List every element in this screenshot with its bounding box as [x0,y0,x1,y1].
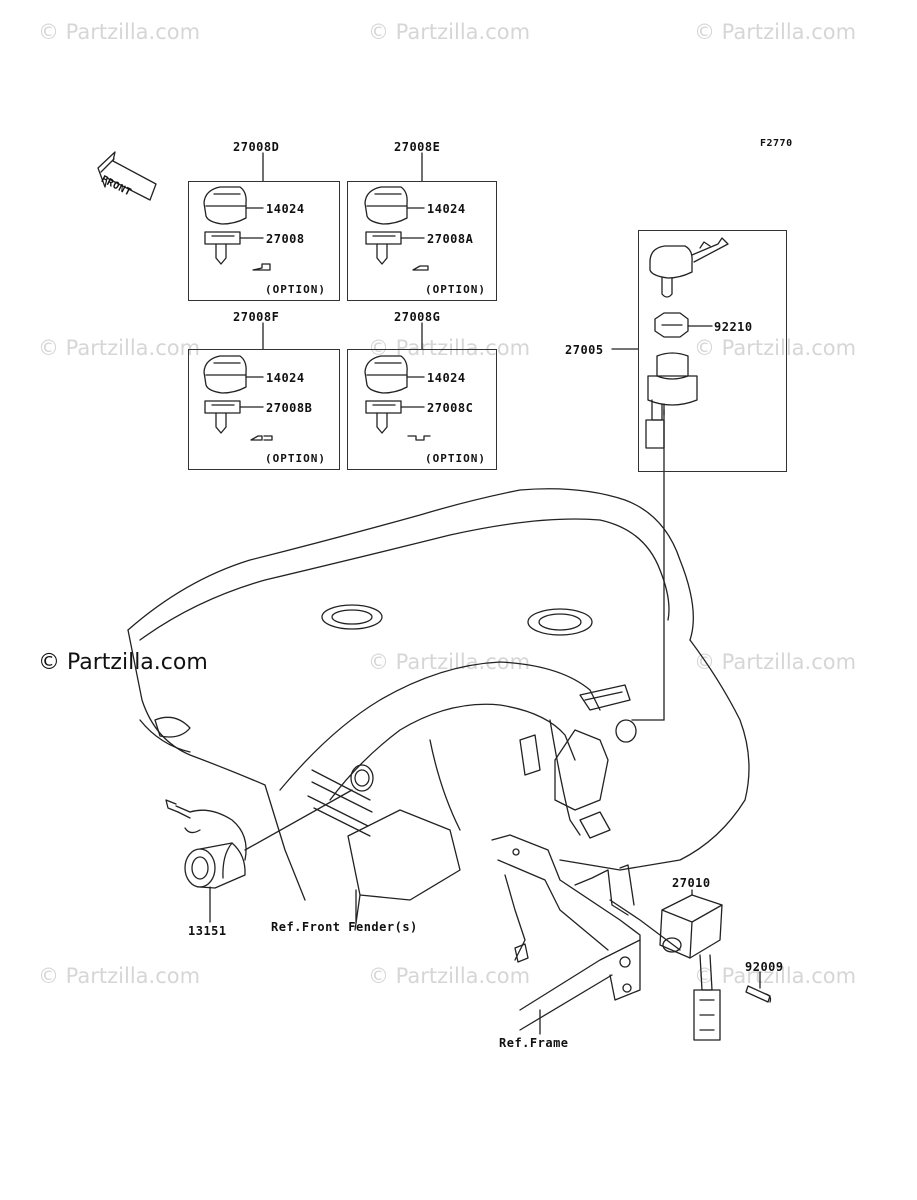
kit-box-27008g [347,349,497,470]
switch-assembly-box [638,230,787,472]
key-label: 27008B [266,401,313,415]
kit-label: 27008D [233,140,280,154]
cylinder-label: 14024 [427,202,466,216]
key-icon [365,400,402,434]
key-icon [204,231,241,265]
part-label-92009: 92009 [745,960,784,974]
key-icon [204,400,241,434]
cylinder-label: 14024 [427,371,466,385]
option-note: (OPTION) [265,452,326,465]
ignition-switch-icon [645,352,698,449]
key-cut-icon [252,263,271,271]
watermark: © Partzilla.com [694,964,857,988]
key-cylinder-icon [203,355,247,394]
option-note: (OPTION) [425,452,486,465]
ref-frame-label: Ref.Frame [499,1036,569,1050]
watermark: © Partzilla.com [694,336,857,360]
front-arrow-icon [97,151,157,201]
watermark: © Partzilla.com [38,336,201,360]
frame-outline [491,834,641,1031]
switch-13151-icon [165,799,247,889]
kit-label: 27008F [233,310,280,324]
key-cut-icon [407,435,431,441]
kit-box-27008f [188,349,340,470]
screw-icon [745,985,772,1003]
front-fender-outline [127,488,750,931]
key-cylinder-icon [364,186,408,225]
option-note: (OPTION) [265,283,326,296]
nut-icon [654,312,689,338]
key-icon [365,231,402,265]
kit-label: 27008E [394,140,441,154]
key-cut-icon [412,265,429,271]
part-label-13151: 13151 [188,924,227,938]
watermark-main: © Partzilla.com [38,650,208,675]
kit-box-27008d [188,181,340,301]
watermark: © Partzilla.com [368,964,531,988]
ref-front-fender-label: Ref.Front Fender(s) [271,920,418,934]
cylinder-label: 14024 [266,202,305,216]
cylinder-label: 14024 [266,371,305,385]
key-label: 27008C [427,401,474,415]
ignition-key-icon [649,237,729,298]
figure-code: F2770 [760,138,793,149]
key-cylinder-icon [364,355,408,394]
kit-box-27008e [347,181,497,301]
kit-label: 27008G [394,310,441,324]
nut-label: 92210 [714,320,753,334]
relay-27010-icon [659,894,723,1041]
option-note: (OPTION) [425,283,486,296]
assembly-label: 27005 [565,343,604,357]
watermark: © Partzilla.com [38,964,201,988]
key-cylinder-icon [203,186,247,225]
watermark: © Partzilla.com [38,20,201,44]
key-cut-icon [250,435,273,441]
watermark: © Partzilla.com [694,650,857,674]
watermark: © Partzilla.com [368,20,531,44]
key-label: 27008A [427,232,474,246]
part-label-27010: 27010 [672,876,711,890]
key-label: 27008 [266,232,305,246]
watermark: © Partzilla.com [694,20,857,44]
